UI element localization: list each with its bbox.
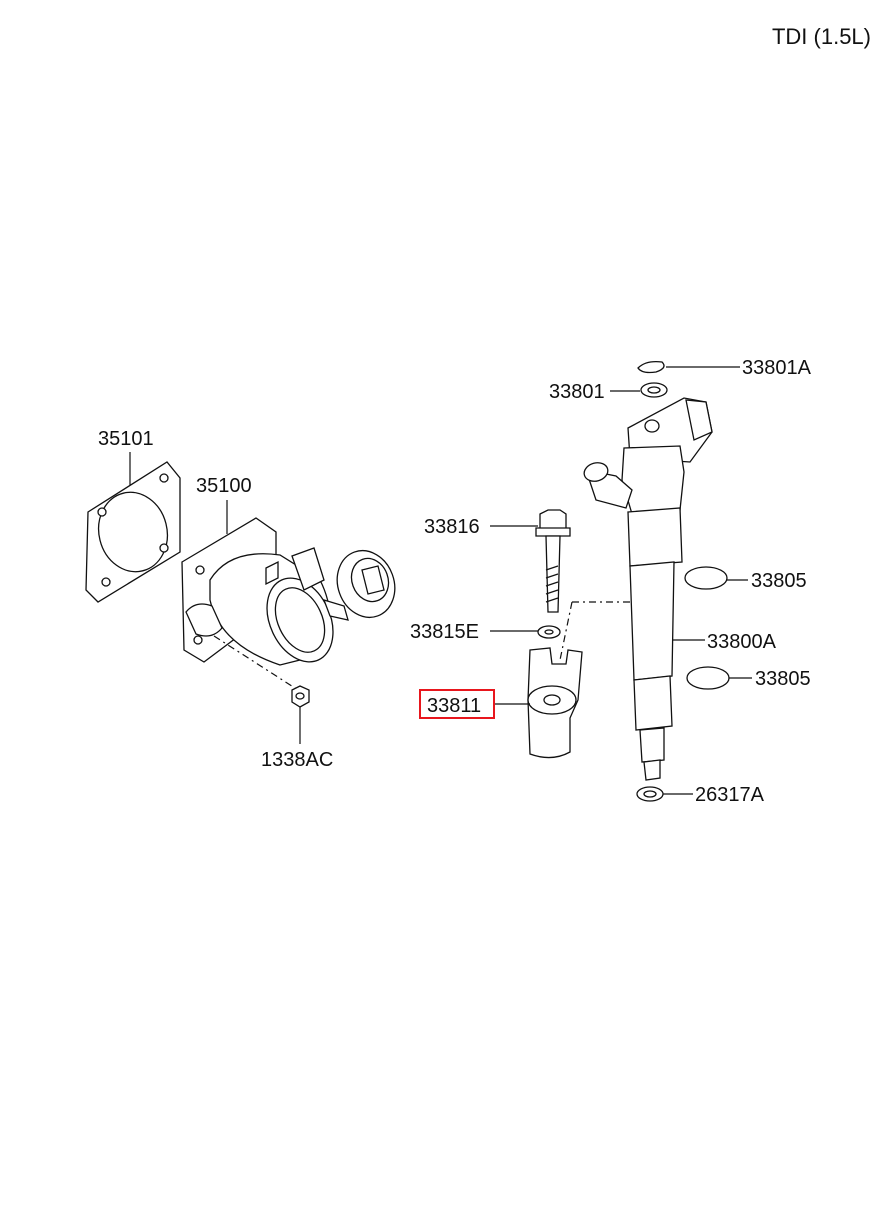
part-label-33815E[interactable]: 33815E [410,621,479,643]
washer-33815E-illustration [537,625,561,639]
clamp-33811-illustration [527,647,583,759]
o-ring-33805-upper-illustration [684,566,728,590]
part-label-33816[interactable]: 33816 [424,516,480,538]
part-label-26317A[interactable]: 26317A [695,784,765,806]
engine-label: TDI (1.5L) [772,24,871,49]
seal-26317A-illustration [636,786,664,802]
nut-1338AC-illustration [291,685,310,708]
clip-33801A-illustration [637,360,665,374]
o-ring-33805-lower-illustration [686,666,730,690]
part-label-33801A[interactable]: 33801A [742,357,812,379]
part-label-33805-lower[interactable]: 33805 [755,668,811,690]
highlight-box-33811 [419,689,495,719]
gasket-35101-illustration [85,461,181,603]
part-label-33811[interactable]: 33811 [427,695,481,717]
part-label-33800A[interactable]: 33800A [707,631,777,653]
part-label-33801[interactable]: 33801 [549,381,605,403]
part-label-33805-upper[interactable]: 33805 [751,570,807,592]
bolt-33816-illustration [535,509,571,613]
washer-33801-illustration [640,382,668,398]
part-label-35100[interactable]: 35100 [196,475,252,497]
injector-33800A-illustration [583,397,713,781]
part-label-35101[interactable]: 35101 [98,428,154,450]
part-label-1338AC[interactable]: 1338AC [261,749,333,771]
throttle-body-35100-illustration [181,517,396,691]
